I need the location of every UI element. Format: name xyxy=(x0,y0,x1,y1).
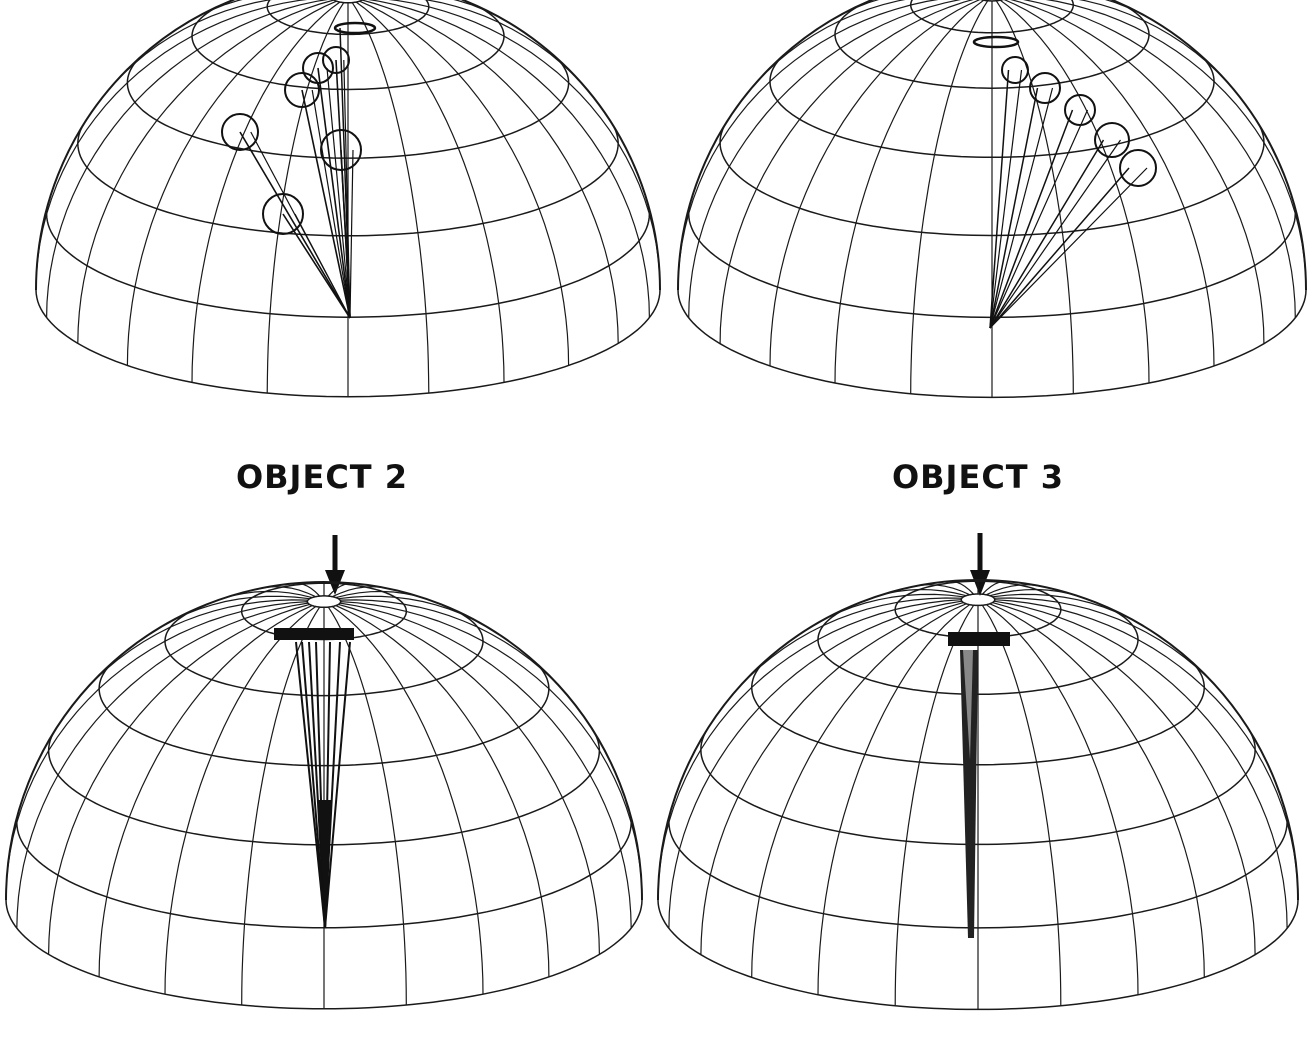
meridian-line xyxy=(678,0,976,290)
meridian-line xyxy=(752,604,967,978)
meridian-line xyxy=(689,0,976,318)
pole-ring xyxy=(974,37,1018,47)
hemisphere-object-3-after xyxy=(658,580,1298,1009)
meridian-line xyxy=(328,607,406,1005)
meridian-line xyxy=(1008,0,1247,106)
latitude-line xyxy=(332,0,365,3)
meridian-line xyxy=(994,601,1287,928)
meridian-line xyxy=(364,0,650,318)
projection-ray xyxy=(240,132,350,318)
projection-ray xyxy=(990,140,1104,328)
meridian-line xyxy=(364,0,660,290)
meridian-line xyxy=(192,2,340,382)
projection-ray xyxy=(283,214,350,318)
latitude-line xyxy=(976,0,1009,1)
meridian-line xyxy=(99,606,312,977)
pole-ring xyxy=(335,23,375,33)
meridian-line xyxy=(990,604,1205,978)
latitude-line xyxy=(961,594,994,605)
meridian-line xyxy=(982,605,1061,1006)
latitude-line xyxy=(307,596,340,607)
pole-band xyxy=(948,632,1010,646)
projection-ray xyxy=(350,150,353,318)
meridian-line xyxy=(6,602,307,900)
meridian-line xyxy=(49,604,310,954)
projection-ray xyxy=(990,88,1038,328)
meridian-line xyxy=(17,603,308,928)
meridian-line xyxy=(336,606,549,977)
meridian-line xyxy=(701,603,964,955)
meridian-line xyxy=(242,607,320,1005)
meridian-line xyxy=(995,600,1298,900)
meridian-line xyxy=(720,0,978,344)
meridian-line xyxy=(986,605,1138,995)
meridian-line xyxy=(832,0,978,20)
hemisphere-object-2-after xyxy=(6,582,642,1009)
meridian-line xyxy=(165,607,316,995)
meridian-line xyxy=(47,0,333,318)
feature-circle xyxy=(1065,95,1095,125)
meridian-line xyxy=(360,1,569,365)
meridian-line xyxy=(364,0,601,107)
meridian-line xyxy=(1008,0,1306,290)
meridian-line xyxy=(95,0,332,107)
meridian-line xyxy=(127,1,336,365)
feature-circle xyxy=(1030,73,1060,103)
meridian-line xyxy=(669,601,962,928)
meridian-line xyxy=(332,607,483,995)
meridian-line xyxy=(340,603,631,928)
caption-object-2: OBJECT 2 xyxy=(236,458,408,496)
meridian-line xyxy=(818,605,970,995)
meridian-line xyxy=(78,0,334,343)
converged-ray xyxy=(302,642,325,928)
hemisphere-object-2-before xyxy=(36,0,660,397)
meridian-line xyxy=(341,602,642,900)
meridian-line xyxy=(1008,0,1295,318)
pole-band xyxy=(274,628,354,640)
feature-circle xyxy=(1002,57,1028,83)
meridian-line xyxy=(1006,0,1264,344)
meridian-line xyxy=(362,0,618,343)
meridian-line xyxy=(835,0,984,383)
meridian-line xyxy=(352,3,429,394)
meridian-line xyxy=(1006,0,1152,20)
hemisphere-object-3-before xyxy=(678,0,1306,397)
meridian-line xyxy=(36,0,332,290)
projection-ray xyxy=(990,168,1147,328)
meridian-line xyxy=(356,2,504,382)
meridian-line xyxy=(1000,0,1149,383)
feature-circle xyxy=(1120,150,1156,186)
down-arrow-icon xyxy=(970,533,990,596)
meridian-line xyxy=(658,600,961,900)
meridian-line xyxy=(911,1,988,394)
meridian-line xyxy=(338,604,599,954)
meridian-line xyxy=(993,603,1256,955)
meridian-line xyxy=(738,0,977,106)
caption-object-3: OBJECT 3 xyxy=(892,458,1064,496)
